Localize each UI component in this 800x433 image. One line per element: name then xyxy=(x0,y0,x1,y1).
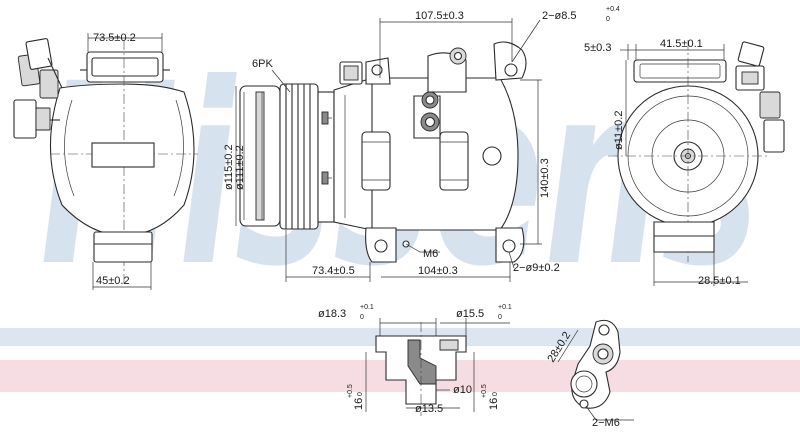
dim-107-5: 107.5±0.3 xyxy=(415,10,464,22)
dim-fit-h16-right-tol: +0.5 xyxy=(481,384,488,398)
dim-mount-holes-top-tol: +0.4 xyxy=(606,6,620,13)
dim-mount-holes-top-tol2: 0 xyxy=(606,16,610,23)
dim-5: 5±0.3 xyxy=(584,42,611,54)
dim-73-5: 73.5±0.2 xyxy=(93,32,136,44)
left-end-view: 73.5±0.2 45±0.2 xyxy=(13,32,198,290)
dim-fit-h16-left-tol: +0.5 xyxy=(347,384,354,398)
flange-detail: 28±0.2 2−M6 xyxy=(545,319,634,429)
dim-fit-h16-right-tol2: 0 xyxy=(492,392,499,396)
dim-flange-m6: 2−M6 xyxy=(592,417,620,429)
fitting-section-detail: ø18.3 +0.1 0 ø15.5 +0.1 0 ø10 ø13.5 16 +… xyxy=(318,304,512,416)
dim-fit-15-5: ø15.5 xyxy=(456,308,484,320)
dim-fit-15-5-tol: +0.1 xyxy=(498,304,512,311)
dim-fit-18-3: ø18.3 xyxy=(318,308,346,320)
dim-dia-111: ø111±0.2 xyxy=(234,145,246,190)
dim-45: 45±0.2 xyxy=(96,275,130,287)
dim-fit-10: ø10 xyxy=(453,384,472,396)
dim-fit-13-5: ø13.5 xyxy=(415,403,443,415)
right-end-view: 41.5±0.1 5±0.3 ø11±0.2 28.5±0.1 xyxy=(584,38,785,287)
dim-fit-h16-left-tol2: 0 xyxy=(357,392,364,396)
dim-mount-holes-bottom: 2−ø9±0.2 xyxy=(513,262,560,274)
dim-fit-18-3-tol2: 0 xyxy=(360,314,364,321)
dim-28-5: 28.5±0.1 xyxy=(698,275,741,287)
dim-dia-11: ø11±0.2 xyxy=(613,111,625,150)
label-m6: M6 xyxy=(423,248,438,260)
dim-104: 104±0.3 xyxy=(418,265,458,277)
dim-fit-15-5-tol2: 0 xyxy=(498,314,502,321)
dim-fit-18-3-tol: +0.1 xyxy=(360,304,374,311)
side-view: 107.5±0.3 2−ø8.5 +0.4 0 6PK ø115±0.2 ø11… xyxy=(223,6,620,282)
dim-fit-h16-right: 16 xyxy=(488,398,500,410)
dim-dia-115: ø115±0.2 xyxy=(223,144,235,190)
dim-140: 140±0.3 xyxy=(539,158,551,198)
dim-fit-h16-left: 16 xyxy=(353,398,365,410)
dim-73-4: 73.4±0.5 xyxy=(312,265,355,277)
dim-mount-holes-top: 2−ø8.5 xyxy=(542,10,577,22)
label-6pk: 6PK xyxy=(252,58,273,70)
dim-41-5: 41.5±0.1 xyxy=(660,38,703,50)
